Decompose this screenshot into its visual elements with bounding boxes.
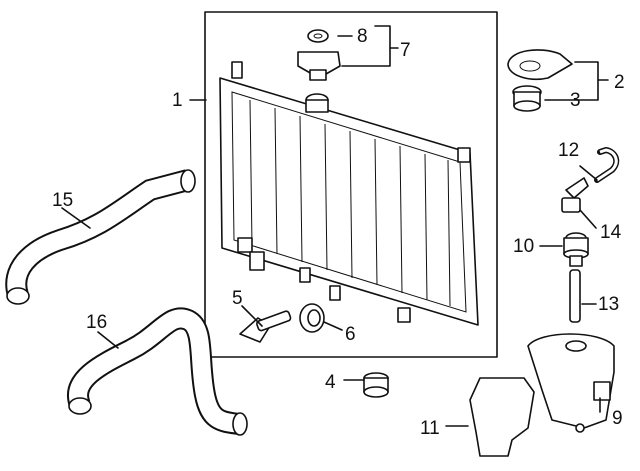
label-15: 15 — [52, 190, 73, 211]
tank-bracket-part — [469, 377, 535, 457]
leader-lines — [61, 25, 601, 427]
seal-ring-part — [307, 29, 329, 43]
bolt-part — [239, 310, 292, 343]
label-1: 1 — [172, 90, 183, 111]
cushion-part — [512, 85, 542, 112]
label-13: 13 — [598, 294, 619, 315]
label-2: 2 — [614, 72, 625, 93]
label-5: 5 — [232, 288, 243, 309]
label-10: 10 — [513, 236, 534, 257]
drain-cap-part — [363, 372, 389, 398]
mount-part — [297, 51, 341, 81]
lower-hose-part — [67, 307, 248, 436]
label-3: 3 — [570, 90, 581, 111]
label-9: 9 — [612, 408, 623, 429]
radiator-core-drawing — [219, 61, 479, 326]
hose-connector-part — [561, 177, 589, 213]
radiator-group-bracket — [204, 11, 498, 358]
label-16: 16 — [86, 312, 107, 333]
bracket-2-3 — [544, 61, 599, 101]
reservoir-tank-part — [527, 333, 615, 433]
label-11: 11 — [420, 418, 440, 439]
grommet-part — [299, 303, 325, 333]
label-4: 4 — [325, 372, 336, 393]
pipe-part — [569, 269, 581, 323]
label-14: 14 — [600, 222, 622, 243]
label-6: 6 — [345, 324, 356, 345]
valve-cap-part — [563, 232, 589, 267]
label-12: 12 — [558, 140, 579, 161]
label-8: 8 — [357, 26, 368, 47]
upper-hose-part — [5, 169, 196, 305]
label-7: 7 — [400, 40, 411, 61]
